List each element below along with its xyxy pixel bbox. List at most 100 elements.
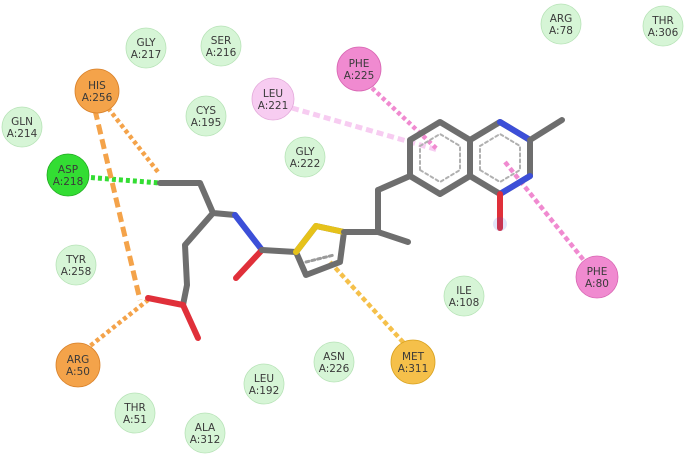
ligand-n-methyl [375, 229, 411, 245]
residue-disc [74, 68, 120, 114]
residue-name: ASN [323, 351, 345, 363]
residue-chain: A:222 [290, 158, 321, 170]
residue-name: ARG [67, 354, 90, 366]
residue-name: ALA [195, 422, 216, 434]
residue-name: GLY [295, 146, 315, 158]
residue-disc [540, 3, 582, 45]
interaction-his256-hbond-1 [106, 106, 160, 174]
ligand-pyrimidine-inner [479, 133, 521, 183]
ligand-thiophene-sulfur-bond-2 [313, 223, 347, 235]
residue-name: SER [211, 35, 232, 47]
residue-disc [46, 153, 90, 197]
residue-chain: A:216 [206, 47, 237, 59]
residue-chain: A:195 [191, 117, 222, 129]
ligand-thiophene-sulfur-bond-1 [293, 223, 319, 255]
residue-disc [55, 244, 97, 286]
residue-chain: A:78 [549, 25, 573, 37]
residue-name: LEU [254, 373, 274, 385]
residue-chain: A:306 [648, 27, 679, 39]
interaction-leu221-pi-alkyl [291, 105, 439, 153]
residue-disc [1, 106, 43, 148]
ligand-pyrimidine-n1 [497, 119, 533, 143]
residue-chain: A:50 [66, 366, 90, 378]
ligand-amide-co [233, 247, 265, 281]
residue-name: LEU [263, 88, 283, 100]
residue-disc [390, 339, 436, 385]
residue-chain: A:258 [61, 266, 92, 278]
residue-chain: A:192 [249, 385, 280, 397]
residue-disc [243, 363, 285, 405]
ligand-pyrimidine-n3 [497, 173, 533, 197]
residue-name: TYR [65, 254, 86, 266]
residue-disc [114, 392, 156, 434]
ligand-carboxylate-o2 [180, 302, 201, 341]
residue-name: GLN [11, 116, 33, 128]
residue-name: THR [651, 15, 674, 27]
residue-chain: A:51 [123, 414, 147, 426]
ligand-carboxylate-o1 [145, 295, 186, 308]
residue-chain: A:225 [344, 70, 375, 82]
ligand-amide-nh [232, 212, 265, 253]
residue-name: ARG [550, 13, 573, 25]
residue-disc [443, 275, 485, 317]
residue-disc [575, 255, 619, 299]
residue-name: PHE [349, 58, 370, 70]
residue-chain: A:80 [585, 278, 609, 290]
ligand-benzene-inner [419, 133, 461, 183]
residue-name: HIS [88, 80, 106, 92]
interaction-phe80-pi-pi [503, 160, 592, 270]
ligand-c2-methyl [527, 117, 565, 143]
residue-disc [313, 341, 355, 383]
residue-chain: A:217 [131, 49, 162, 61]
interaction-his256-hbond-2 [92, 109, 143, 301]
ligand-thiophene-aromatic [304, 253, 336, 264]
residue-disc [251, 77, 295, 121]
residue-chain: A:311 [398, 363, 429, 375]
ligand-glutamate-chain [157, 180, 238, 218]
residue-disc [55, 342, 101, 388]
residue-chain: A:226 [319, 363, 350, 375]
interaction-arg50-hbond [83, 298, 150, 352]
ligand-carbonyl-glow [493, 217, 507, 231]
residue-layer: GLYA:217SERA:216ARGA:78THRA:306HISA:256P… [1, 3, 684, 454]
ligand-glutamate-sidechain [180, 210, 216, 308]
residue-disc [200, 25, 242, 67]
ligand-linker-to-ring [375, 173, 413, 193]
residue-chain: A:256 [82, 92, 113, 104]
residue-chain: A:312 [190, 434, 221, 446]
interaction-phe225-pi-pi [370, 86, 440, 152]
residue-name: ILE [456, 285, 472, 297]
interaction-asp218-hbond [83, 174, 161, 186]
residue-disc [336, 46, 382, 92]
interaction-met311-pi-sulfur [328, 260, 414, 354]
residue-name: GLY [136, 37, 156, 49]
ligand-molecule [145, 117, 565, 341]
residue-disc [125, 27, 167, 69]
residue-name: CYS [196, 105, 217, 117]
ligand-amide-c-ring [259, 247, 299, 255]
residue-name: ASP [58, 164, 78, 176]
residue-chain: A:214 [7, 128, 38, 140]
residue-name: MET [402, 351, 425, 363]
residue-name: THR [123, 402, 146, 414]
